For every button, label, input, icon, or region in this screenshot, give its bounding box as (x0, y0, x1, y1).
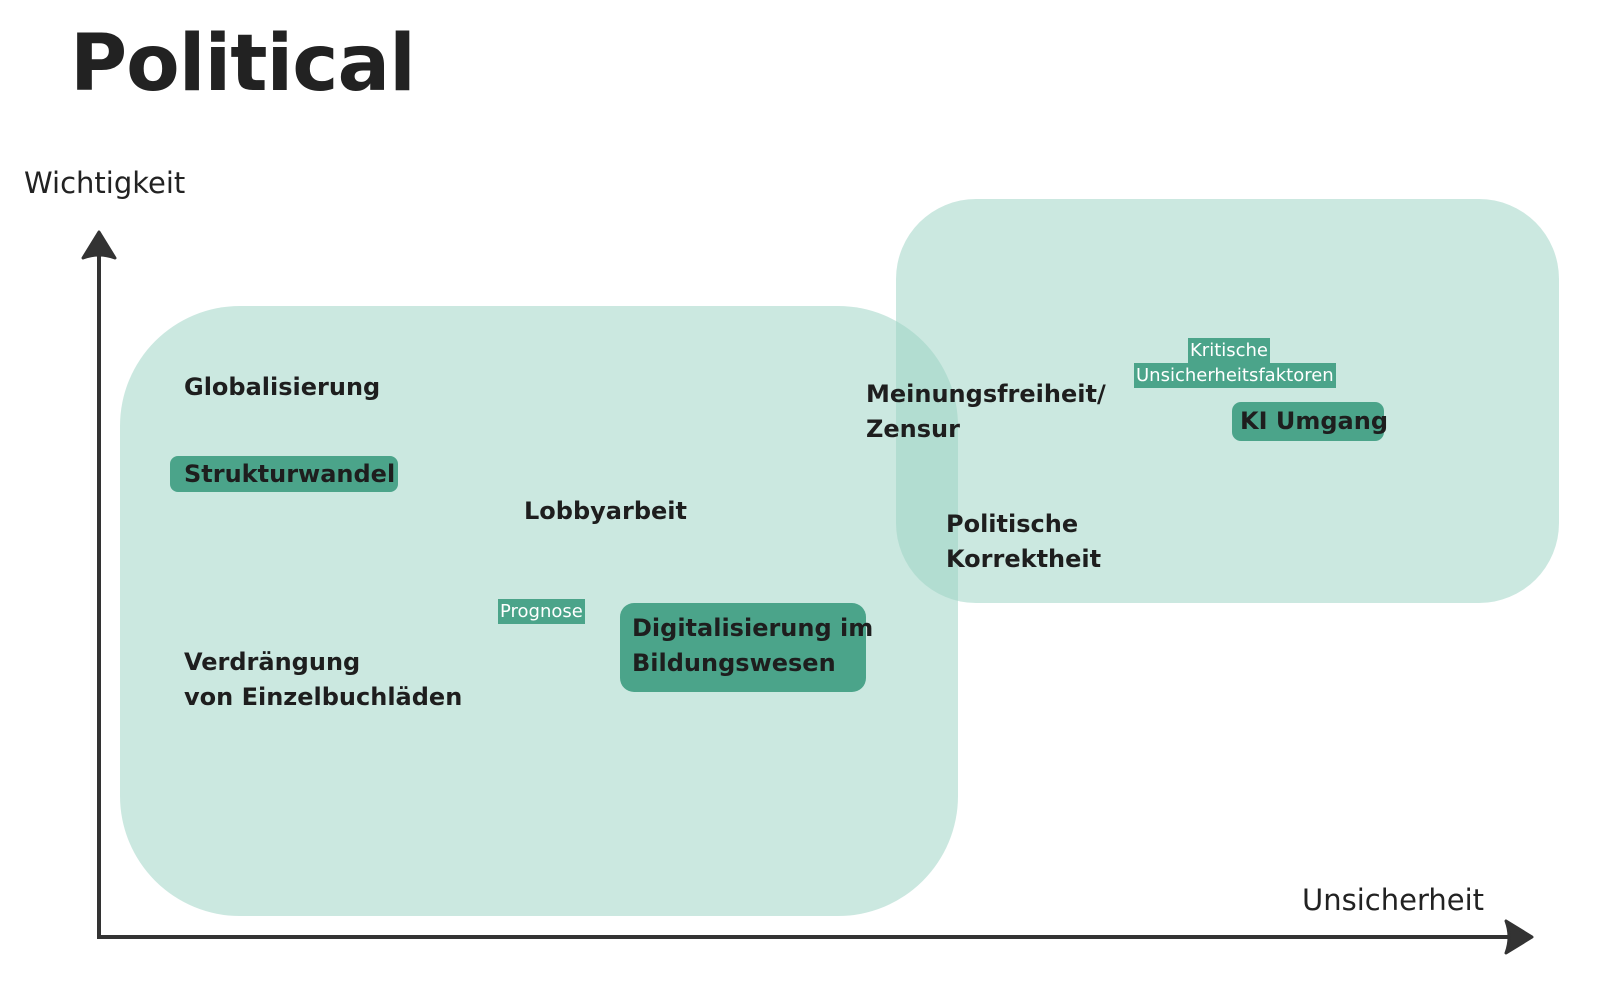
kritische-unsicherheitsfaktoren-label: Kritische Unsicherheitsfaktoren (1134, 338, 1336, 388)
item-lobbyarbeit[interactable]: Lobbyarbeit (524, 497, 687, 525)
highlight-strukturwandel (170, 456, 398, 492)
item-meinungsfreiheit[interactable]: Meinungsfreiheit/ Zensur (866, 377, 1106, 447)
item-verdraengung-line1: Verdrängung (184, 648, 361, 676)
item-meinungsfreiheit-line1: Meinungsfreiheit/ (866, 380, 1106, 408)
y-axis-label: Wichtigkeit (24, 166, 186, 200)
item-verdraengung[interactable]: Verdrängung von Einzelbuchläden (184, 645, 462, 715)
item-digitalisierung[interactable]: Digitalisierung im Bildungswesen (620, 603, 874, 692)
kritische-line1: Kritische (1187, 338, 1271, 363)
prognose-tag: Prognose (498, 599, 585, 624)
item-digitalisierung-line1: Digitalisierung im (632, 614, 874, 642)
item-ki-umgang[interactable]: KI Umgang (1240, 407, 1389, 435)
y-axis-arrow-icon (81, 230, 117, 260)
item-politische-line2: Korrektheit (946, 545, 1102, 573)
item-politische-korrektheit[interactable]: Politische Korrektheit (946, 507, 1101, 577)
critical-uncertainty-zone[interactable] (896, 199, 1559, 603)
page-title: Political (70, 19, 416, 109)
highlight-ki-umgang (1232, 402, 1384, 441)
item-meinungsfreiheit-line2: Zensur (866, 415, 960, 443)
item-politische-line1: Politische (946, 510, 1079, 538)
x-axis-label: Unsicherheit (1302, 883, 1485, 917)
item-globalisierung[interactable]: Globalisierung (184, 373, 381, 401)
x-axis-arrow-icon (1504, 919, 1534, 955)
item-verdraengung-line2: von Einzelbuchläden (184, 683, 463, 711)
kritische-line2: Unsicherheitsfaktoren (1134, 363, 1336, 388)
item-digitalisierung-line2: Bildungswesen (632, 649, 836, 677)
item-strukturwandel[interactable]: Strukturwandel (184, 460, 396, 488)
